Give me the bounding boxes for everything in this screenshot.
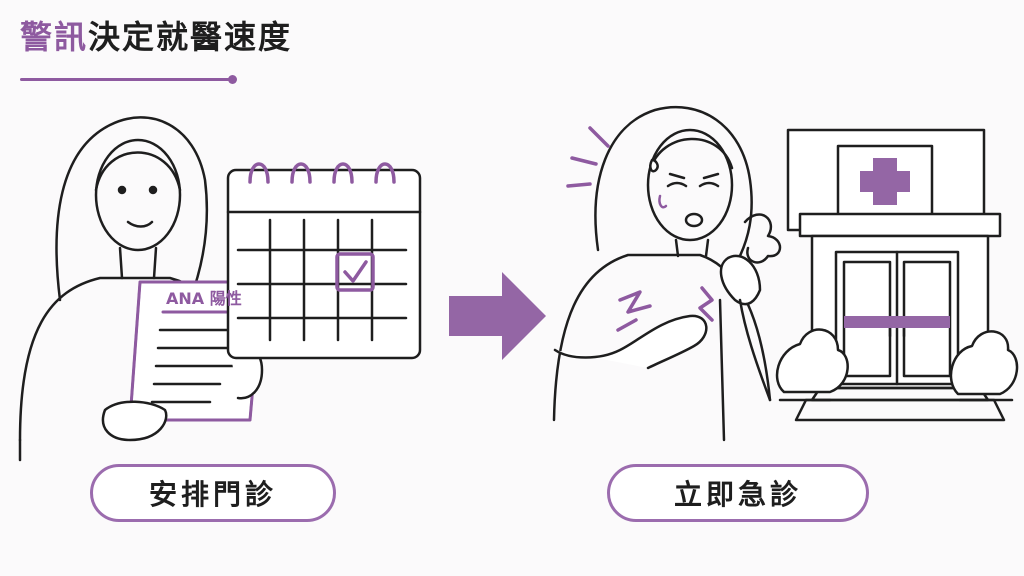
- medical-cross-icon: [860, 158, 910, 205]
- title-rest: 決定就醫速度: [88, 18, 293, 56]
- emergency-label: 立即急診: [607, 464, 869, 522]
- document-label: ANA 陽性: [166, 289, 242, 308]
- schedule-clinic-label: 安排門診: [90, 464, 336, 522]
- hospital-door-stripe: [844, 316, 950, 328]
- title-underline-dot: [228, 75, 237, 84]
- page-title: 警訊決定就醫速度: [20, 18, 293, 56]
- pain-marks: [566, 126, 714, 332]
- calendar: [226, 162, 422, 360]
- title-accent: 警訊: [20, 18, 89, 56]
- title-underline: [20, 78, 232, 81]
- arrow-right-icon: [449, 272, 546, 360]
- distressed-woman: [552, 105, 782, 442]
